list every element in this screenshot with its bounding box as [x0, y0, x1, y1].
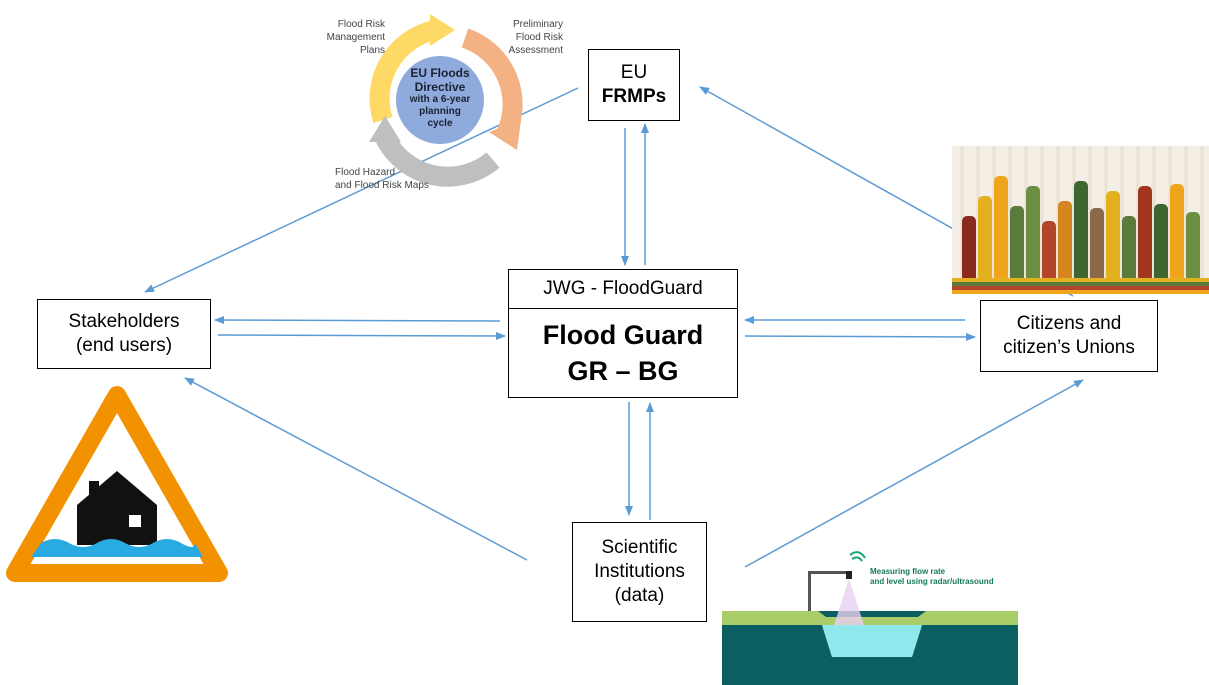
cycle-title-2: Directive [414, 80, 466, 94]
cycle-label-plans: Flood Risk Management Plans [305, 18, 385, 57]
citizens-line2: citizen’s Unions [1003, 337, 1135, 358]
flood-guard-box[interactable]: Flood Guard GR – BG [508, 308, 738, 398]
flood-warning-icon [6, 386, 228, 582]
arrow-stakeholders-to-fg [217, 331, 506, 340]
flood-guard-line1: Flood Guard [542, 320, 704, 350]
raised-hands-icon [952, 146, 1209, 294]
flow-sensor-illustration: Measuring flow rate and level using rada… [722, 545, 1018, 685]
stakeholders-box[interactable]: Stakeholders (end users) [37, 299, 211, 369]
jwg-floodguard-box[interactable]: JWG - FloodGuard [508, 269, 738, 309]
sensor-caption-line1: Measuring flow rate [870, 567, 946, 576]
cycle-arrows-icon [369, 14, 523, 187]
cycle-label-plans-1: Flood Risk [337, 19, 385, 30]
eu-frmps-line2: FRMPs [601, 86, 667, 107]
stakeholders-line2: (end users) [75, 335, 173, 356]
floods-directive-cycle: EU Floods Directive with a 6-year planni… [305, 8, 565, 198]
cycle-center-text: EU Floods Directive with a 6-year planni… [396, 66, 484, 130]
arrow-scientific-to-stakeholders [184, 377, 528, 561]
cycle-label-plans-3: Plans [359, 45, 385, 56]
citizens-line1: Citizens and [1016, 313, 1122, 334]
scientific-box[interactable]: Scientific Institutions (data) [572, 522, 707, 622]
scientific-line3: (data) [614, 585, 665, 606]
cycle-label-plans-2: Management [326, 32, 385, 43]
cycle-label-maps: Flood Hazard and Flood Risk Maps [335, 166, 465, 192]
cycle-label-assessment-2: Flood Risk [515, 32, 563, 43]
cycle-label-assessment: Preliminary Flood Risk Assessment [497, 18, 563, 57]
scientific-line2: Institutions [594, 561, 685, 582]
cycle-sub-3: cycle [427, 118, 453, 129]
cycle-sub-2: planning [419, 106, 461, 117]
cycle-sub-1: with a 6-year [409, 94, 471, 105]
jwg-floodguard-label: JWG - FloodGuard [543, 278, 703, 299]
cycle-label-assessment-1: Preliminary [512, 19, 563, 30]
arrow-scientific-to-citizens [744, 379, 1084, 568]
cycle-label-maps-1: Flood Hazard [335, 167, 396, 178]
citizens-box[interactable]: Citizens and citizen’s Unions [980, 300, 1158, 372]
sensor-caption-line2: and level using radar/ultrasound [870, 577, 994, 586]
cycle-title-1: EU Floods [410, 66, 470, 80]
eu-frmps-box[interactable]: EU FRMPs [588, 49, 680, 121]
flow-sensor-icon [722, 551, 1018, 685]
cycle-label-maps-2: and Flood Risk Maps [335, 180, 429, 191]
scientific-line1: Scientific [601, 537, 678, 558]
eu-frmps-line1: EU [620, 62, 648, 83]
arrow-fg-to-citizens [744, 332, 976, 341]
flood-guard-line2: GR – BG [567, 356, 679, 386]
stakeholders-line1: Stakeholders [68, 311, 180, 332]
cycle-label-assessment-3: Assessment [508, 45, 563, 56]
sensor-caption: Measuring flow rate and level using rada… [870, 567, 1018, 587]
arrow-fg-to-stakeholders [214, 316, 501, 325]
